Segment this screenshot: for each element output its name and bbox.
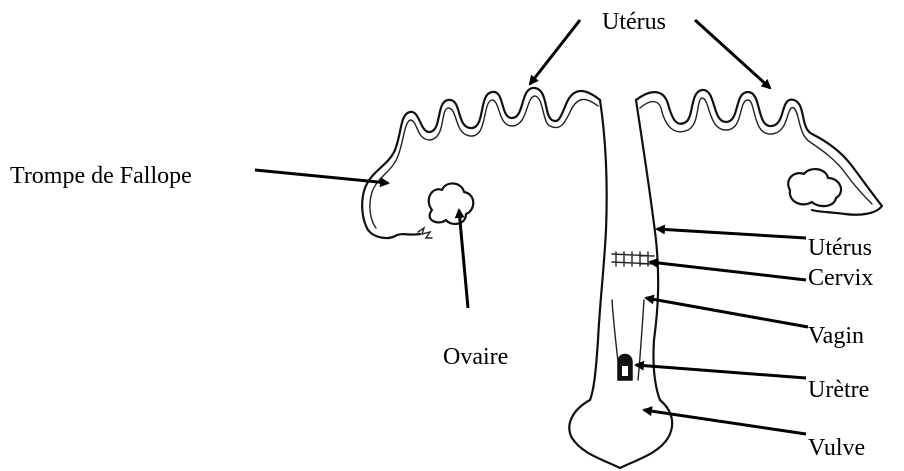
label-fallopian-tube: Trompe de Fallope bbox=[10, 164, 192, 188]
label-cervix: Cervix bbox=[808, 266, 873, 290]
arrow-uterus-right bbox=[695, 20, 770, 88]
label-vagina: Vagin bbox=[808, 324, 864, 348]
label-ovary: Ovaire bbox=[443, 345, 508, 369]
arrow-vulva bbox=[644, 410, 806, 434]
label-uterus-right: Utérus bbox=[808, 236, 872, 260]
arrow-uterus-right-body bbox=[657, 229, 806, 238]
arrow-uterus-left bbox=[530, 20, 580, 84]
label-vulva: Vulve bbox=[808, 436, 865, 460]
arrow-vagina bbox=[646, 298, 808, 327]
label-urethra: Urètre bbox=[808, 378, 869, 402]
arrow-fallopian bbox=[255, 170, 388, 183]
arrow-ovary bbox=[459, 210, 468, 308]
arrow-urethra bbox=[636, 365, 806, 378]
label-uterus-top: Utérus bbox=[602, 10, 666, 34]
arrow-cervix bbox=[650, 262, 806, 280]
